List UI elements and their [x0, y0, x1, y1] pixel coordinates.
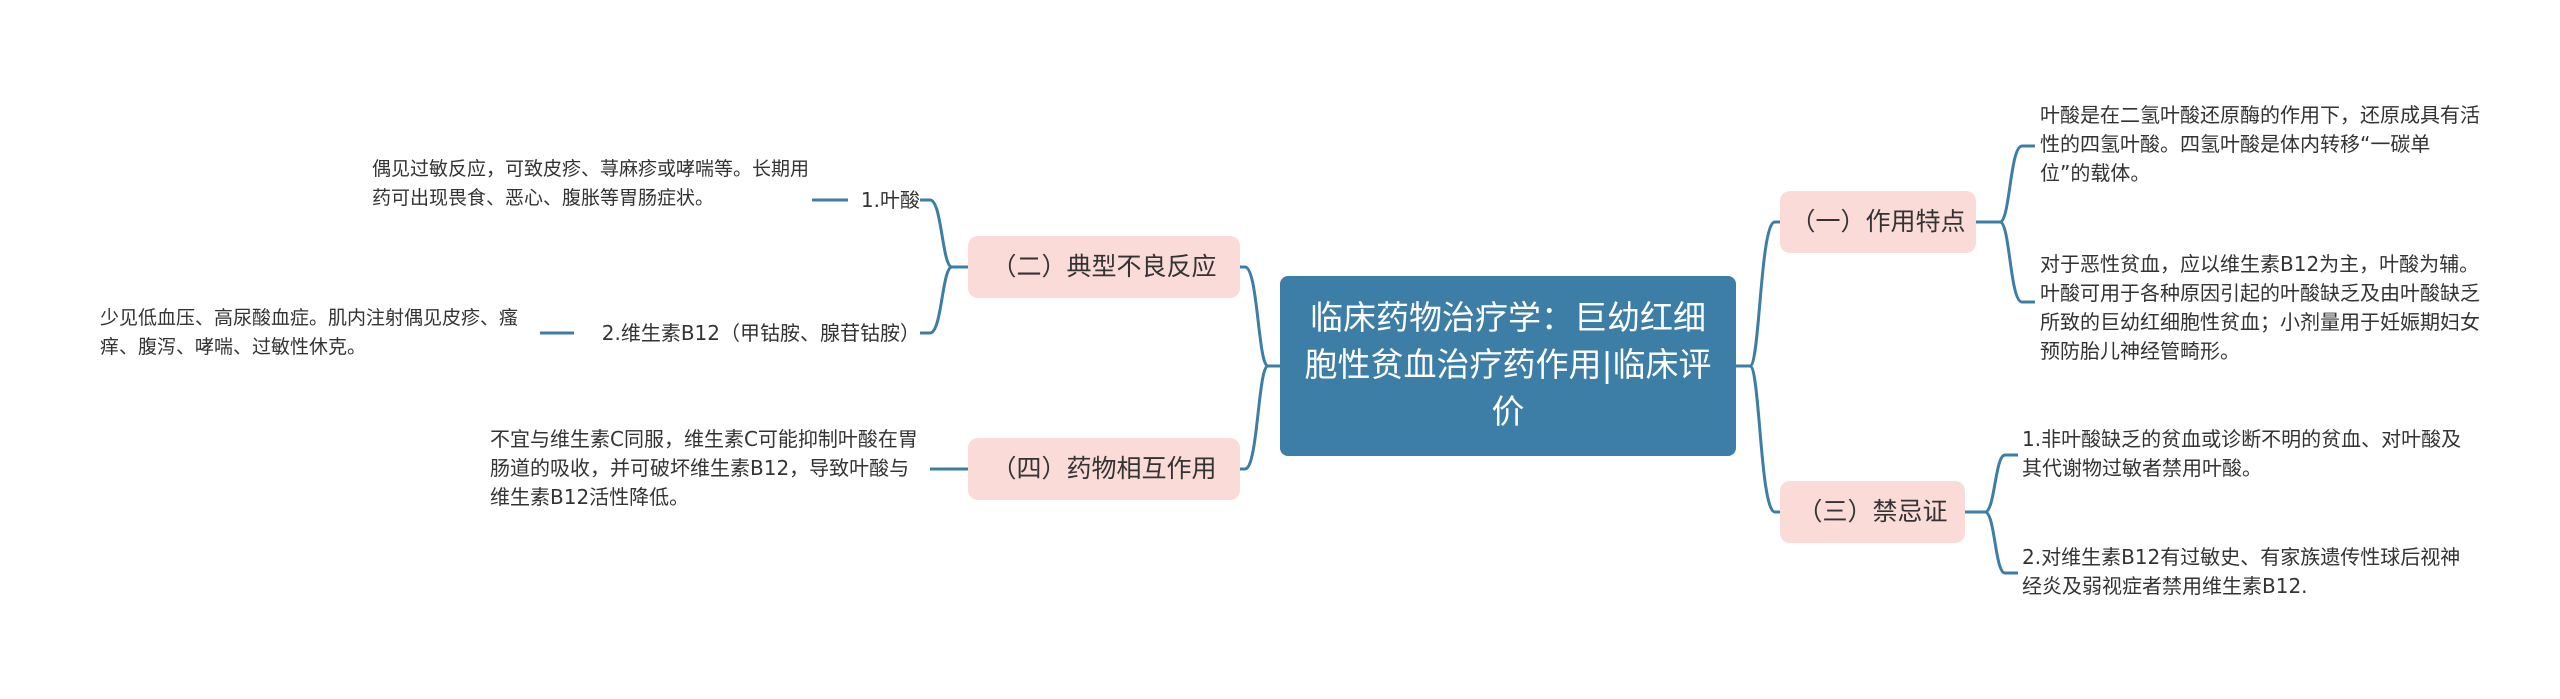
- branch-action-features[interactable]: （一）作用特点: [1780, 191, 1976, 253]
- branch-adverse-reactions[interactable]: （二）典型不良反应: [968, 236, 1240, 298]
- branch-label: （二）典型不良反应: [991, 252, 1217, 281]
- branch-contraindications[interactable]: （三）禁忌证: [1780, 481, 1965, 543]
- child-vitamin-b12[interactable]: 2.维生素B12（甲钴胺、腺苷钴胺）: [601, 321, 920, 345]
- root-topic[interactable]: 临床药物治疗学：巨幼红细胞性贫血治疗药作用|临床评价: [1280, 276, 1736, 456]
- leaf-action-features-1: 叶酸是在二氢叶酸还原酶的作用下，还原成具有活性的四氢叶酸。四氢叶酸是体内转移“一…: [2040, 103, 2480, 185]
- branch-label: （三）禁忌证: [1797, 497, 1948, 526]
- branch-drug-interactions[interactable]: （四）药物相互作用: [968, 438, 1240, 500]
- leaf-contraindications-2: 2.对维生素B12有过敏史、有家族遗传性球后视神经炎及弱视症者禁用维生素B12.: [2022, 545, 2461, 598]
- branch-label: （一）作用特点: [1790, 207, 1966, 236]
- branch-label: （四）药物相互作用: [991, 454, 1217, 483]
- leaf-drug-interactions-1: 不宜与维生素C同服，维生素C可能抑制叶酸在胃肠道的吸收，并可破坏维生素B12，导…: [490, 427, 918, 509]
- detail-folic-acid: 偶见过敏反应，可致皮疹、荨麻疹或哮喘等。长期用药可出现畏食、恶心、腹胀等胃肠症状…: [372, 158, 810, 209]
- leaf-contraindications-1: 1.非叶酸缺乏的贫血或诊断不明的贫血、对叶酸及其代谢物过敏者禁用叶酸。: [2022, 427, 2462, 480]
- child-folic-acid[interactable]: 1.叶酸: [860, 188, 920, 212]
- detail-vitamin-b12: 少见低血压、高尿酸血症。肌内注射偶见皮疹、瘙痒、腹泻、哮喘、过敏性休克。: [100, 307, 519, 358]
- leaf-action-features-2: 对于恶性贫血，应以维生素B12为主，叶酸为辅。叶酸可用于各种原因引起的叶酸缺乏及…: [2040, 252, 2480, 363]
- root-topic-label: 临床药物治疗学：巨幼红细胞性贫血治疗药作用|临床评价: [1304, 298, 1712, 431]
